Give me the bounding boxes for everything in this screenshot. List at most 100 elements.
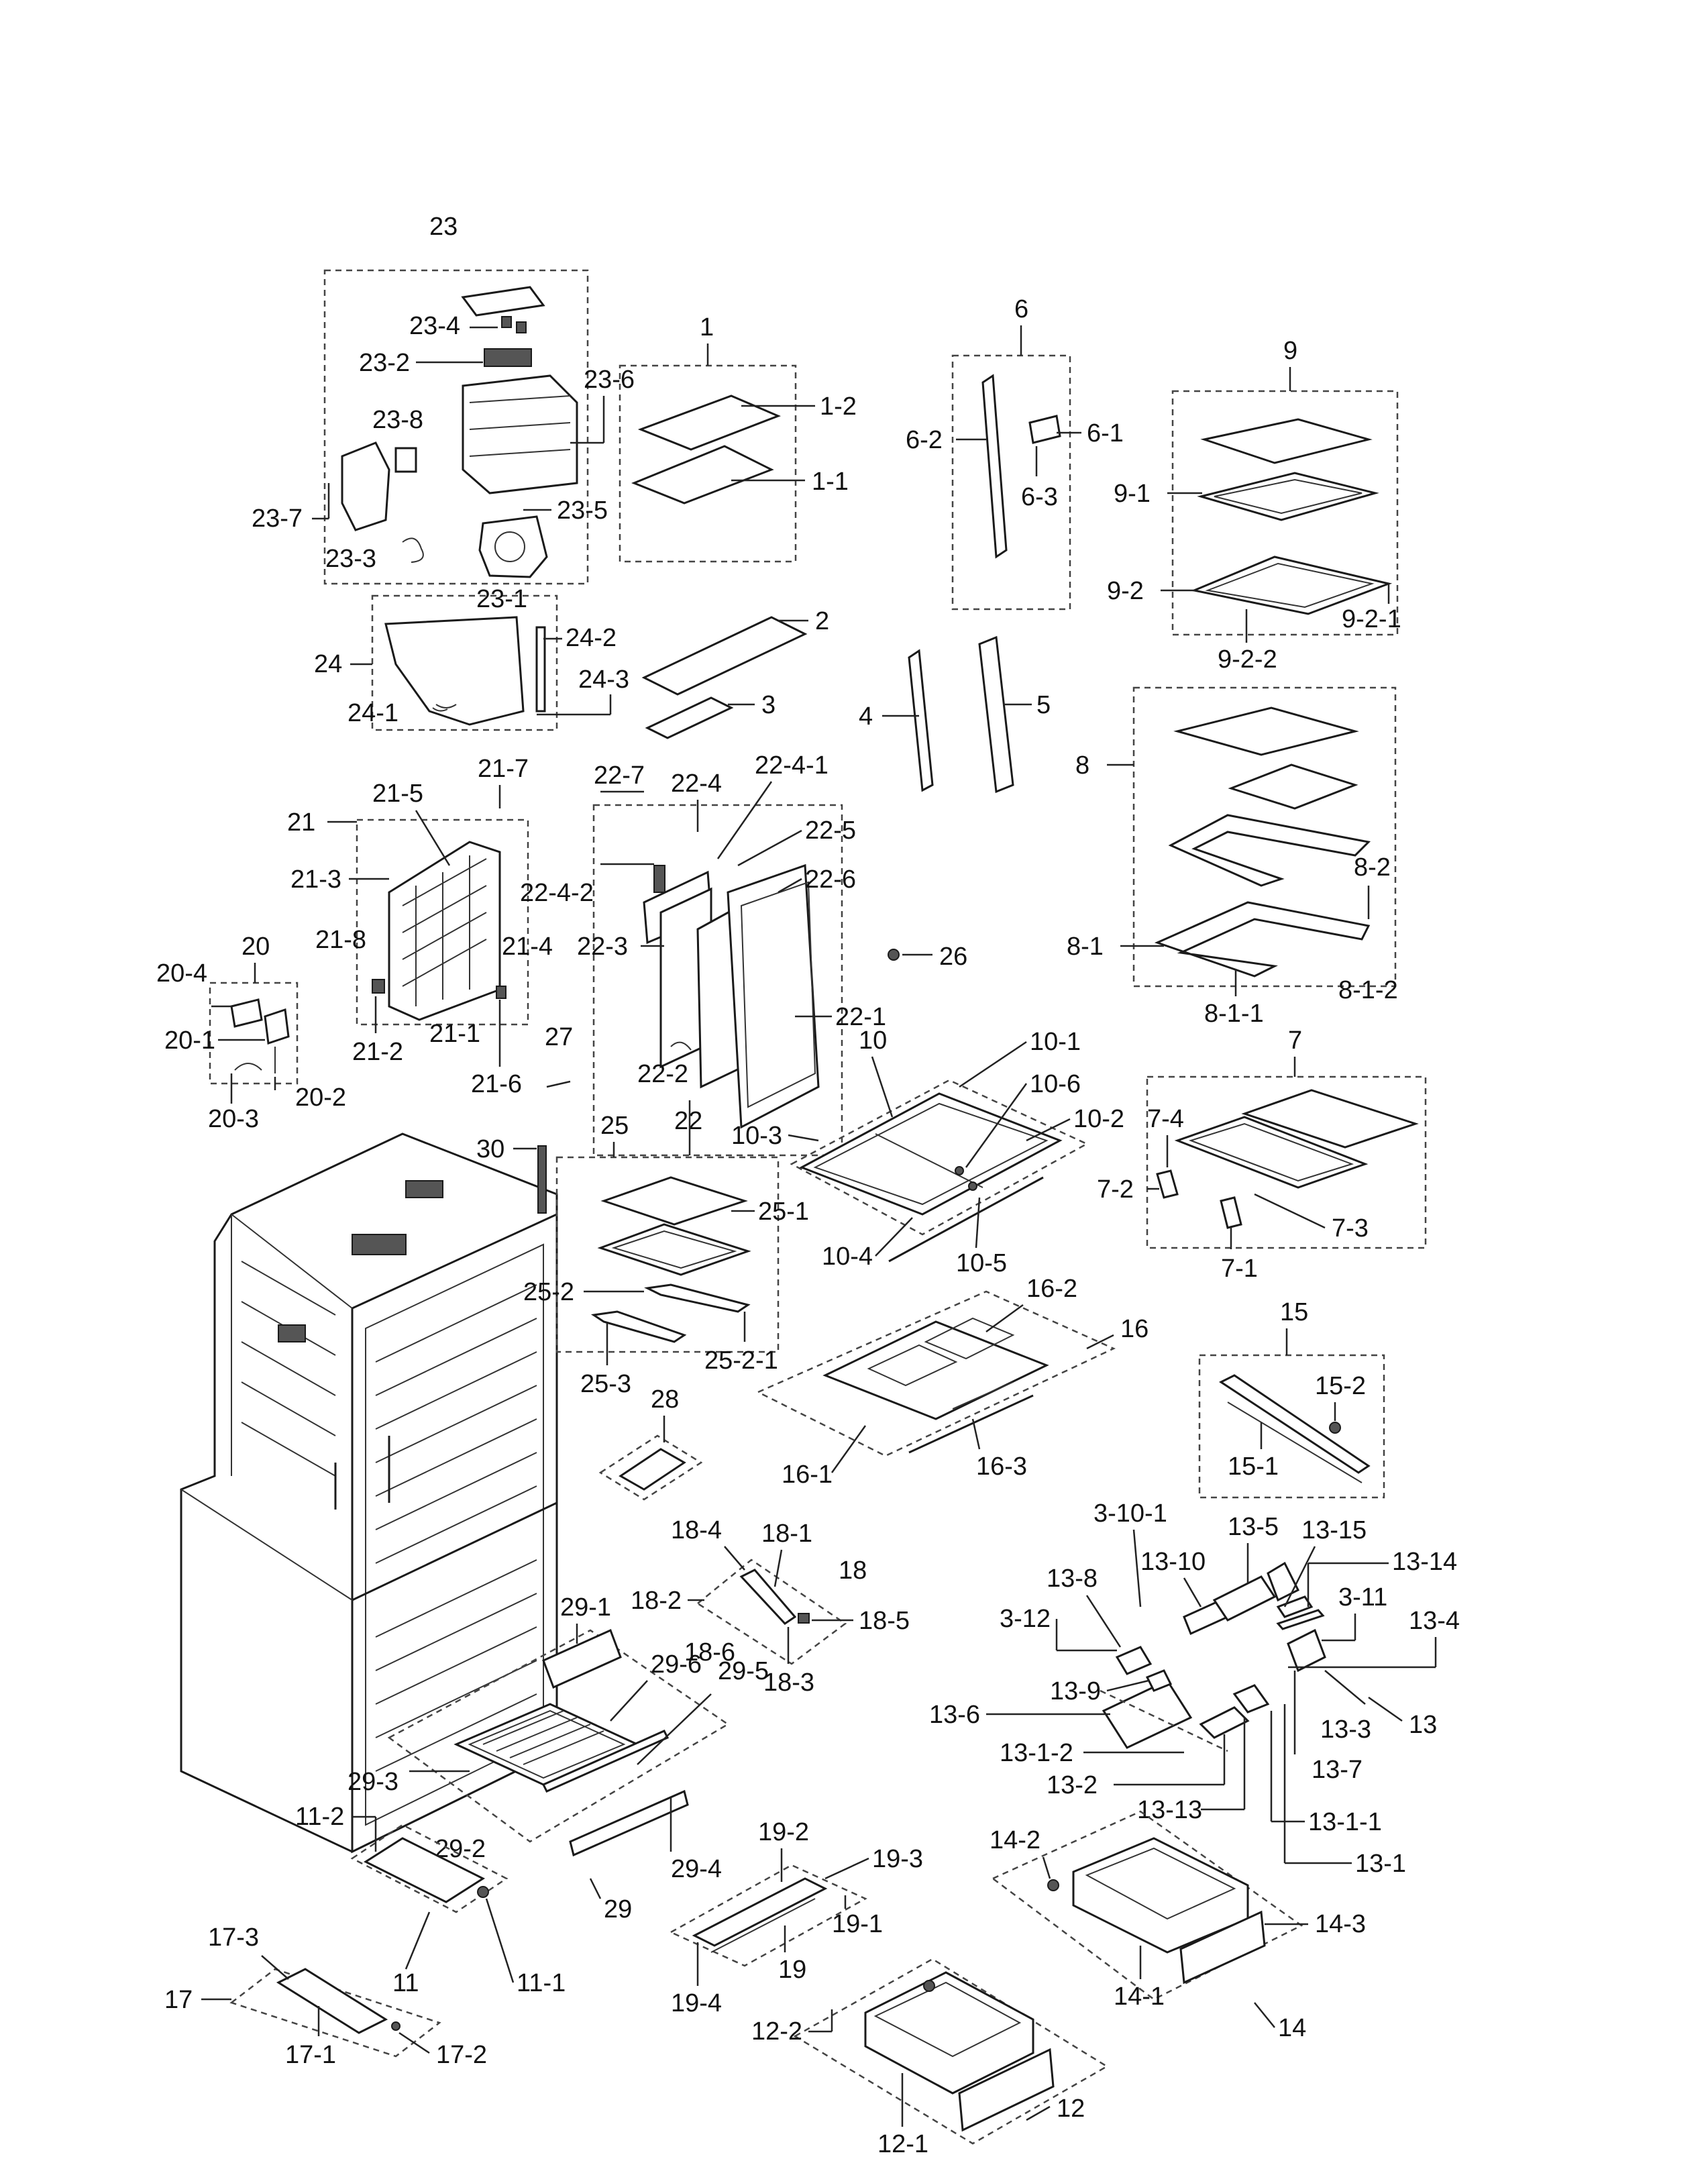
label-23-7: 23-7	[252, 505, 303, 533]
label-6-2: 6-2	[906, 426, 943, 454]
label-13-6: 13-6	[929, 1701, 980, 1729]
label-15: 15	[1280, 1298, 1308, 1326]
label-23-8: 23-8	[372, 406, 423, 434]
label-18-5: 18-5	[859, 1607, 910, 1635]
label-10-5: 10-5	[956, 1249, 1007, 1277]
label-20-3: 20-3	[208, 1105, 259, 1133]
label-7-3: 7-3	[1332, 1214, 1369, 1243]
label-19-3: 19-3	[872, 1845, 923, 1873]
label-22-4-2: 22-4-2	[520, 879, 594, 907]
label-7: 7	[1288, 1026, 1302, 1055]
label-7-2: 7-2	[1097, 1175, 1134, 1204]
label-22-4-1: 22-4-1	[755, 751, 829, 780]
group-18-bracket	[696, 1559, 847, 1665]
label-22: 22	[674, 1107, 702, 1135]
group-23-ice-maker	[323, 269, 589, 731]
label-7-1: 7-1	[1221, 1255, 1258, 1283]
label-8-2: 8-2	[1354, 853, 1391, 882]
label-17-3: 17-3	[208, 1923, 259, 1952]
label-2: 2	[815, 607, 829, 635]
label-18-1: 18-1	[761, 1520, 812, 1548]
label-13-15: 13-15	[1301, 1516, 1367, 1544]
label-14-3: 14-3	[1315, 1910, 1366, 1938]
label-24-3: 24-3	[578, 666, 629, 694]
group-22-fan-cover	[592, 804, 843, 1157]
label-13-10: 13-10	[1140, 1548, 1206, 1576]
label-10-6: 10-6	[1030, 1070, 1081, 1098]
group-7-shelf	[1146, 1075, 1427, 1249]
label-6-3: 6-3	[1021, 483, 1058, 511]
label-13: 13	[1409, 1711, 1437, 1739]
label-14-1: 14-1	[1114, 1983, 1165, 2011]
label-16-3: 16-3	[976, 1453, 1027, 1481]
group-6-rail	[951, 354, 1071, 611]
label-12: 12	[1057, 2095, 1085, 2123]
label-13-9: 13-9	[1050, 1677, 1101, 1705]
label-9-2: 9-2	[1107, 577, 1144, 605]
label-25-2: 25-2	[523, 1278, 574, 1306]
label-18-4: 18-4	[671, 1516, 722, 1544]
group-21-evaporator	[356, 819, 529, 1026]
label-13-5: 13-5	[1228, 1513, 1279, 1541]
label-21-8: 21-8	[315, 926, 366, 954]
label-10: 10	[859, 1026, 887, 1055]
label-25-3: 25-3	[580, 1370, 631, 1398]
label-6-1: 6-1	[1087, 419, 1124, 447]
label-21-4: 21-4	[502, 933, 553, 961]
group-13-control	[1100, 1561, 1326, 1752]
label-9-2-2: 9-2-2	[1218, 645, 1277, 674]
label-21-2: 21-2	[352, 1038, 403, 1066]
group-28-part	[598, 1434, 703, 1501]
label-16-2: 16-2	[1026, 1275, 1077, 1303]
label-15-1: 15-1	[1228, 1453, 1279, 1481]
label-11-1: 11-1	[517, 1969, 566, 1997]
label-21: 21	[287, 808, 315, 837]
label-25: 25	[600, 1112, 629, 1140]
label-24-2: 24-2	[566, 624, 617, 652]
label-23-3: 23-3	[325, 545, 376, 573]
label-22-3: 22-3	[577, 933, 628, 961]
label-22-7: 22-7	[594, 761, 645, 790]
label-21-7: 21-7	[478, 755, 529, 783]
label-29-6: 29-6	[651, 1650, 702, 1679]
label-9-1: 9-1	[1114, 480, 1151, 508]
label-19-4: 19-4	[671, 1989, 722, 2017]
label-22-4: 22-4	[671, 770, 722, 798]
group-8-shelf	[1132, 686, 1397, 988]
label-13-1-2: 13-1-2	[1000, 1739, 1073, 1767]
label-22-6: 22-6	[805, 865, 856, 894]
label-21-5: 21-5	[372, 780, 423, 808]
label-9: 9	[1283, 337, 1297, 365]
label-27: 27	[545, 1023, 573, 1051]
label-25-2-1: 25-2-1	[704, 1347, 778, 1375]
label-20-4: 20-4	[156, 959, 207, 988]
group-1-cover	[619, 364, 808, 739]
label-4: 4	[859, 702, 873, 731]
label-24-1: 24-1	[348, 699, 398, 727]
label-23-2: 23-2	[359, 349, 410, 377]
label-7-4: 7-4	[1147, 1105, 1184, 1133]
label-9-2-1: 9-2-1	[1342, 605, 1401, 633]
label-5: 5	[1036, 691, 1051, 719]
group-19-cover	[669, 1864, 867, 1967]
label-13-2: 13-2	[1047, 1771, 1098, 1799]
label-29-1: 29-1	[560, 1593, 611, 1622]
label-13-14: 13-14	[1392, 1548, 1457, 1576]
group-11-cover	[350, 1824, 509, 1913]
label-16-1: 16-1	[782, 1461, 833, 1489]
label-23: 23	[429, 213, 458, 241]
label-3-12: 3-12	[1000, 1605, 1051, 1633]
label-10-2: 10-2	[1073, 1105, 1124, 1133]
label-21-6: 21-6	[471, 1070, 522, 1098]
label-20-2: 20-2	[295, 1084, 346, 1112]
group-25-shelf	[555, 1156, 780, 1353]
label-19-1: 19-1	[832, 1910, 883, 1938]
label-3-10-1: 3-10-1	[1093, 1499, 1167, 1528]
label-29: 29	[604, 1895, 632, 1923]
label-23-4: 23-4	[409, 312, 460, 340]
label-30: 30	[476, 1135, 504, 1163]
group-20-sensor	[209, 982, 299, 1085]
label-23-1: 23-1	[476, 585, 527, 613]
label-18-3: 18-3	[763, 1669, 814, 1697]
